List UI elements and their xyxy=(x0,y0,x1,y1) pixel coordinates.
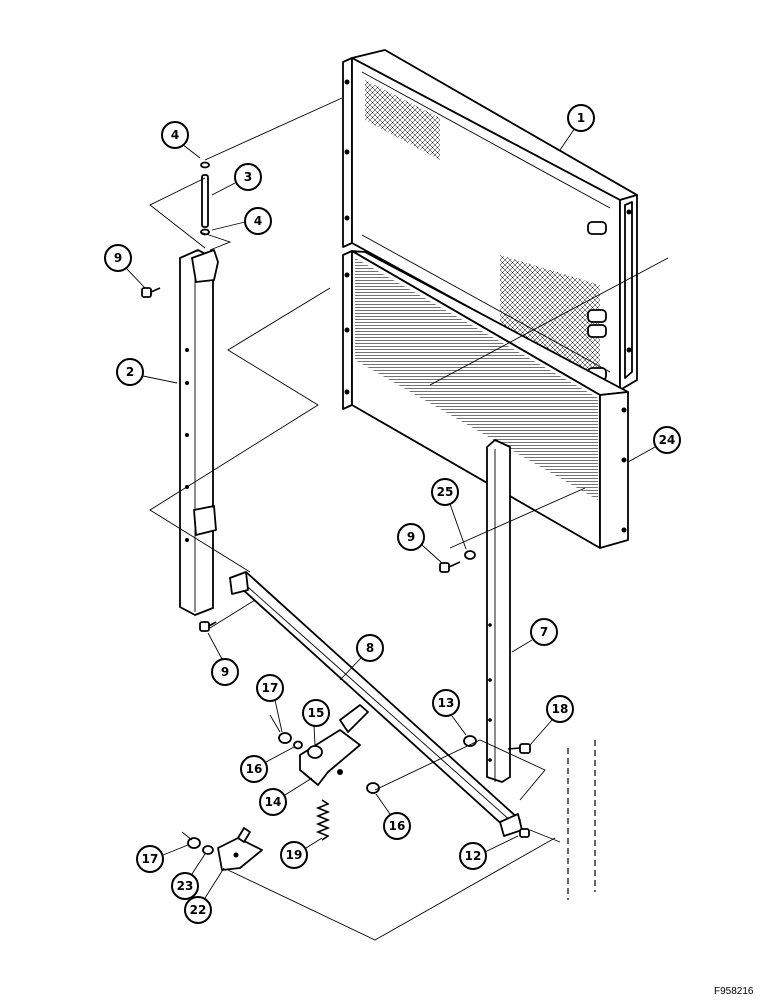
callout-18: 18 xyxy=(529,695,574,746)
callout-15-label: 15 xyxy=(308,706,325,720)
callout-24: 24 xyxy=(627,426,681,463)
callout-22-label: 22 xyxy=(190,903,207,917)
callout-17b: 17 xyxy=(136,844,189,873)
washer-23 xyxy=(202,845,214,855)
callout-23-label: 23 xyxy=(177,879,194,893)
bolt-18 xyxy=(507,743,531,754)
callout-9a: 9 xyxy=(104,244,146,289)
callout-9b: 9 xyxy=(207,632,239,686)
callout-16a-label: 16 xyxy=(246,762,263,776)
callout-17a: 17 xyxy=(256,674,284,733)
nut-17b xyxy=(187,837,201,849)
bracket-22 xyxy=(217,827,263,871)
washer-16b xyxy=(366,782,380,794)
callout-1-label: 1 xyxy=(577,111,585,125)
nut-17 xyxy=(278,732,292,744)
callout-12: 12 xyxy=(459,835,519,870)
callout-19: 19 xyxy=(280,837,323,869)
callout-23: 23 xyxy=(171,853,206,900)
callout-9b-label: 9 xyxy=(221,665,229,679)
callout-1: 1 xyxy=(559,104,595,151)
callout-8-label: 8 xyxy=(366,641,374,655)
figure-id: F958216 xyxy=(714,986,754,997)
callout-22: 22 xyxy=(184,867,225,924)
callout-7-label: 7 xyxy=(540,625,548,639)
spring-19 xyxy=(315,799,331,841)
callout-12-label: 12 xyxy=(465,849,482,863)
callout-16a: 16 xyxy=(240,746,295,783)
callout-18-label: 18 xyxy=(552,702,569,716)
bolt-12 xyxy=(519,828,530,838)
callout-25: 25 xyxy=(431,478,467,550)
bolt-9-upper xyxy=(141,287,161,298)
bracket-14 xyxy=(299,704,369,786)
callout-9c: 9 xyxy=(397,523,443,564)
nut-25 xyxy=(464,550,476,560)
callout-19-label: 19 xyxy=(286,848,303,862)
bushing-15 xyxy=(307,745,323,759)
callout-3-label: 3 xyxy=(244,170,252,184)
assembly-guide-lines xyxy=(149,97,669,941)
reference-frame xyxy=(567,740,596,900)
callout-7: 7 xyxy=(511,618,558,653)
callout-9a-label: 9 xyxy=(114,251,122,265)
right-rail-7 xyxy=(486,439,511,783)
callout-4b: 4 xyxy=(211,207,272,235)
left-rail-2 xyxy=(179,249,219,616)
upper-cooler-core xyxy=(342,49,638,391)
callout-14: 14 xyxy=(259,777,313,816)
callout-4a-label: 4 xyxy=(171,128,179,142)
callout-2-label: 2 xyxy=(126,365,134,379)
callout-24-label: 24 xyxy=(659,433,676,447)
diagonal-brace-8 xyxy=(229,571,523,837)
callout-3: 3 xyxy=(211,163,262,196)
callout-15: 15 xyxy=(302,699,330,746)
callout-2: 2 xyxy=(116,358,178,386)
callout-16b: 16 xyxy=(375,793,411,840)
callout-4a: 4 xyxy=(161,121,201,159)
callout-17b-label: 17 xyxy=(142,852,159,866)
washer-16 xyxy=(293,740,303,750)
callout-13: 13 xyxy=(432,689,467,736)
lower-cooler-core xyxy=(342,250,629,549)
callout-8: 8 xyxy=(339,634,384,681)
callout-16b-label: 16 xyxy=(389,819,406,833)
bolt-9-lower xyxy=(199,621,217,632)
callout-9c-label: 9 xyxy=(407,530,415,544)
callout-25-label: 25 xyxy=(437,485,454,499)
callout-4b-label: 4 xyxy=(254,214,262,228)
pin-3 xyxy=(200,161,210,236)
callout-13-label: 13 xyxy=(438,696,455,710)
bolt-9-right xyxy=(439,561,461,573)
callout-14-label: 14 xyxy=(265,795,282,809)
callout-17a-label: 17 xyxy=(262,681,279,695)
